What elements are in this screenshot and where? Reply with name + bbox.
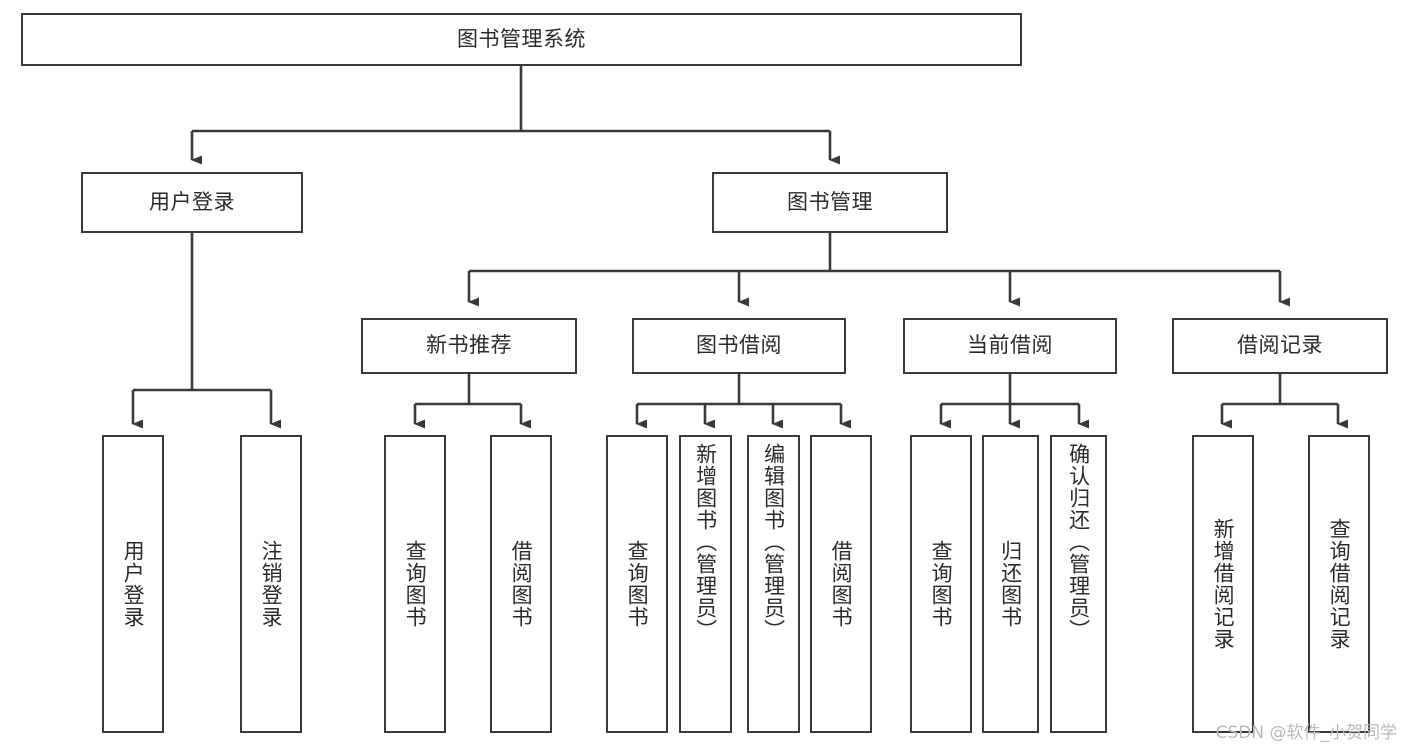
- node-book-borrow-label: 图书借阅: [696, 333, 782, 358]
- node-user-login[interactable]: 用户登录: [81, 172, 303, 233]
- leaf-current-confirm-return-label: 确认归还（管理员）: [1066, 443, 1091, 641]
- leaf-borrow-query-book[interactable]: 查询图书: [606, 435, 668, 733]
- leaf-records-add-record[interactable]: 新增借阅记录: [1192, 435, 1254, 733]
- leaf-borrow-borrow-book[interactable]: 借阅图书: [810, 435, 872, 733]
- leaf-records-add-record-label: 新增借阅记录: [1211, 518, 1236, 650]
- leaf-borrow-query-book-label: 查询图书: [625, 540, 650, 628]
- node-user-login-label: 用户登录: [149, 189, 235, 214]
- node-root-label: 图书管理系统: [457, 26, 586, 51]
- leaf-records-query-record[interactable]: 查询借阅记录: [1308, 435, 1370, 733]
- leaf-borrow-borrow-book-label: 借阅图书: [829, 540, 854, 628]
- leaf-user-login-login[interactable]: 用户登录: [102, 435, 164, 733]
- leaf-new-book-query-label: 查询图书: [403, 540, 428, 628]
- leaf-user-login-logout-label: 注销登录: [259, 540, 284, 628]
- node-current-borrow-label: 当前借阅: [967, 333, 1053, 358]
- leaf-new-book-borrow[interactable]: 借阅图书: [490, 435, 552, 733]
- node-borrow-records[interactable]: 借阅记录: [1172, 318, 1388, 374]
- leaf-current-confirm-return[interactable]: 确认归还（管理员）: [1050, 435, 1107, 733]
- leaf-user-login-login-label: 用户登录: [121, 540, 146, 628]
- leaf-borrow-edit-book-label: 编辑图书（管理员）: [761, 443, 786, 641]
- leaf-current-query-book[interactable]: 查询图书: [910, 435, 972, 733]
- leaf-current-return-book[interactable]: 归还图书: [982, 435, 1039, 733]
- node-book-management[interactable]: 图书管理: [712, 172, 948, 233]
- leaf-new-book-query[interactable]: 查询图书: [384, 435, 446, 733]
- node-new-book-recommend-label: 新书推荐: [426, 333, 512, 358]
- node-root[interactable]: 图书管理系统: [21, 13, 1022, 66]
- leaf-current-return-book-label: 归还图书: [998, 540, 1023, 628]
- node-borrow-records-label: 借阅记录: [1237, 333, 1323, 358]
- node-book-borrow[interactable]: 图书借阅: [632, 318, 846, 374]
- csdn-watermark: CSDN @软件_小贺同学: [1215, 723, 1397, 743]
- leaf-borrow-add-book-label: 新增图书（管理员）: [693, 443, 718, 641]
- node-book-management-label: 图书管理: [787, 189, 873, 214]
- leaf-borrow-edit-book[interactable]: 编辑图书（管理员）: [747, 435, 800, 733]
- leaf-new-book-borrow-label: 借阅图书: [509, 540, 534, 628]
- node-new-book-recommend[interactable]: 新书推荐: [361, 318, 577, 374]
- leaf-records-query-record-label: 查询借阅记录: [1327, 518, 1352, 650]
- node-current-borrow[interactable]: 当前借阅: [903, 318, 1117, 374]
- leaf-user-login-logout[interactable]: 注销登录: [240, 435, 302, 733]
- leaf-current-query-book-label: 查询图书: [929, 540, 954, 628]
- leaf-borrow-add-book[interactable]: 新增图书（管理员）: [679, 435, 732, 733]
